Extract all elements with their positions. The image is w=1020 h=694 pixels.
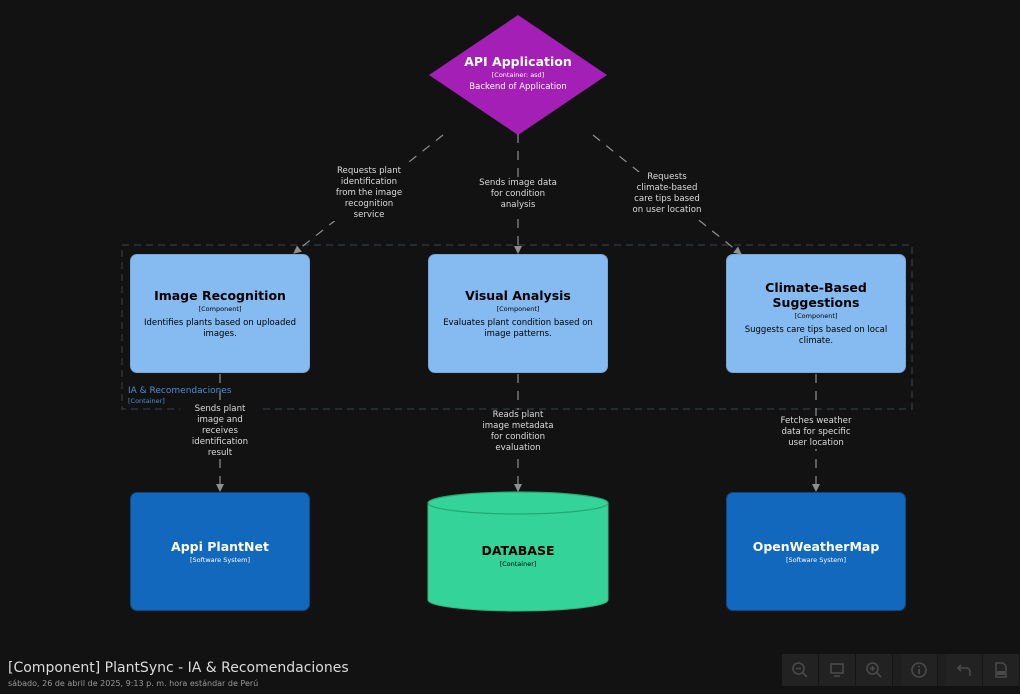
openweathermap-type: [Software System] [785,556,847,564]
openweathermap-node[interactable]: OpenWeatherMap [Software System] [726,492,906,611]
api-application-node[interactable]: API Application [Container: asd] Backend… [448,54,588,92]
database-title: DATABASE [481,542,555,558]
database-cylinder[interactable] [427,491,609,612]
plantnet-node[interactable]: Appi PlantNet [Software System] [130,492,310,611]
undo-icon[interactable] [946,654,983,686]
climate-suggestions-desc: Suggests care tips based on local climat… [744,325,888,346]
edge-api-to-image-recognition [293,134,444,254]
zoom-out-icon[interactable] [782,654,819,686]
info-icon[interactable] [901,654,938,686]
edge-label-climate-to-weather: Fetches weather data for specific user l… [770,416,862,449]
image-recognition-type: [Component] [198,304,242,313]
image-recognition-node[interactable]: Image Recognition [Component] Identifies… [130,254,310,373]
plantnet-title: Appi PlantNet [171,539,269,554]
diagram-title: [Component] PlantSync - IA & Recomendaci… [8,660,349,676]
edge-label-api-to-climate: Requests climate-based care tips based o… [624,172,710,216]
api-title: API Application [464,54,572,69]
api-desc: Backend of Application [469,82,567,92]
climate-suggestions-title: Climate-Based Suggestions [765,280,867,310]
visual-analysis-node[interactable]: Visual Analysis [Component] Evaluates pl… [428,254,608,373]
fit-icon[interactable] [819,654,856,686]
edge-label-image-to-plantnet: Sends plant image and receives identific… [180,404,260,459]
climate-suggestions-type: [Component] [794,312,838,320]
toolbar [782,654,1020,686]
edge-label-api-to-image: Requests plant identification from the i… [326,166,412,221]
climate-suggestions-node[interactable]: Climate-Based Suggestions [Component] Su… [726,254,906,373]
boundary-type: [Container] [128,397,165,405]
export-png-icon[interactable] [983,654,1020,686]
diagram-subtitle: sábado, 26 de abril de 2025, 9:13 p. m. … [8,679,259,688]
visual-analysis-title: Visual Analysis [465,287,571,303]
image-recognition-title: Image Recognition [154,287,286,303]
edge-label-visual-to-database: Reads plant image metadata for condition… [474,410,562,454]
boundary-box [121,244,913,410]
openweathermap-title: OpenWeatherMap [752,539,880,554]
database-type: [Container] [499,559,537,568]
image-recognition-desc: Identifies plants based on uploaded imag… [144,317,296,339]
plantnet-type: [Software System] [189,556,251,564]
api-application-diamond[interactable] [429,15,607,135]
api-type: [Container: asd] [491,71,545,79]
visual-analysis-type: [Component] [496,304,540,313]
database-node[interactable]: DATABASE [Container] [428,515,608,595]
edge-api-to-climate-suggestions [592,134,742,255]
edge-label-api-to-visual: Sends image data for condition analysis [470,178,566,211]
zoom-in-icon[interactable] [856,654,893,686]
boundary-label: IA & Recomendaciones [128,386,232,396]
visual-analysis-desc: Evaluates plant condition based on image… [443,317,593,339]
